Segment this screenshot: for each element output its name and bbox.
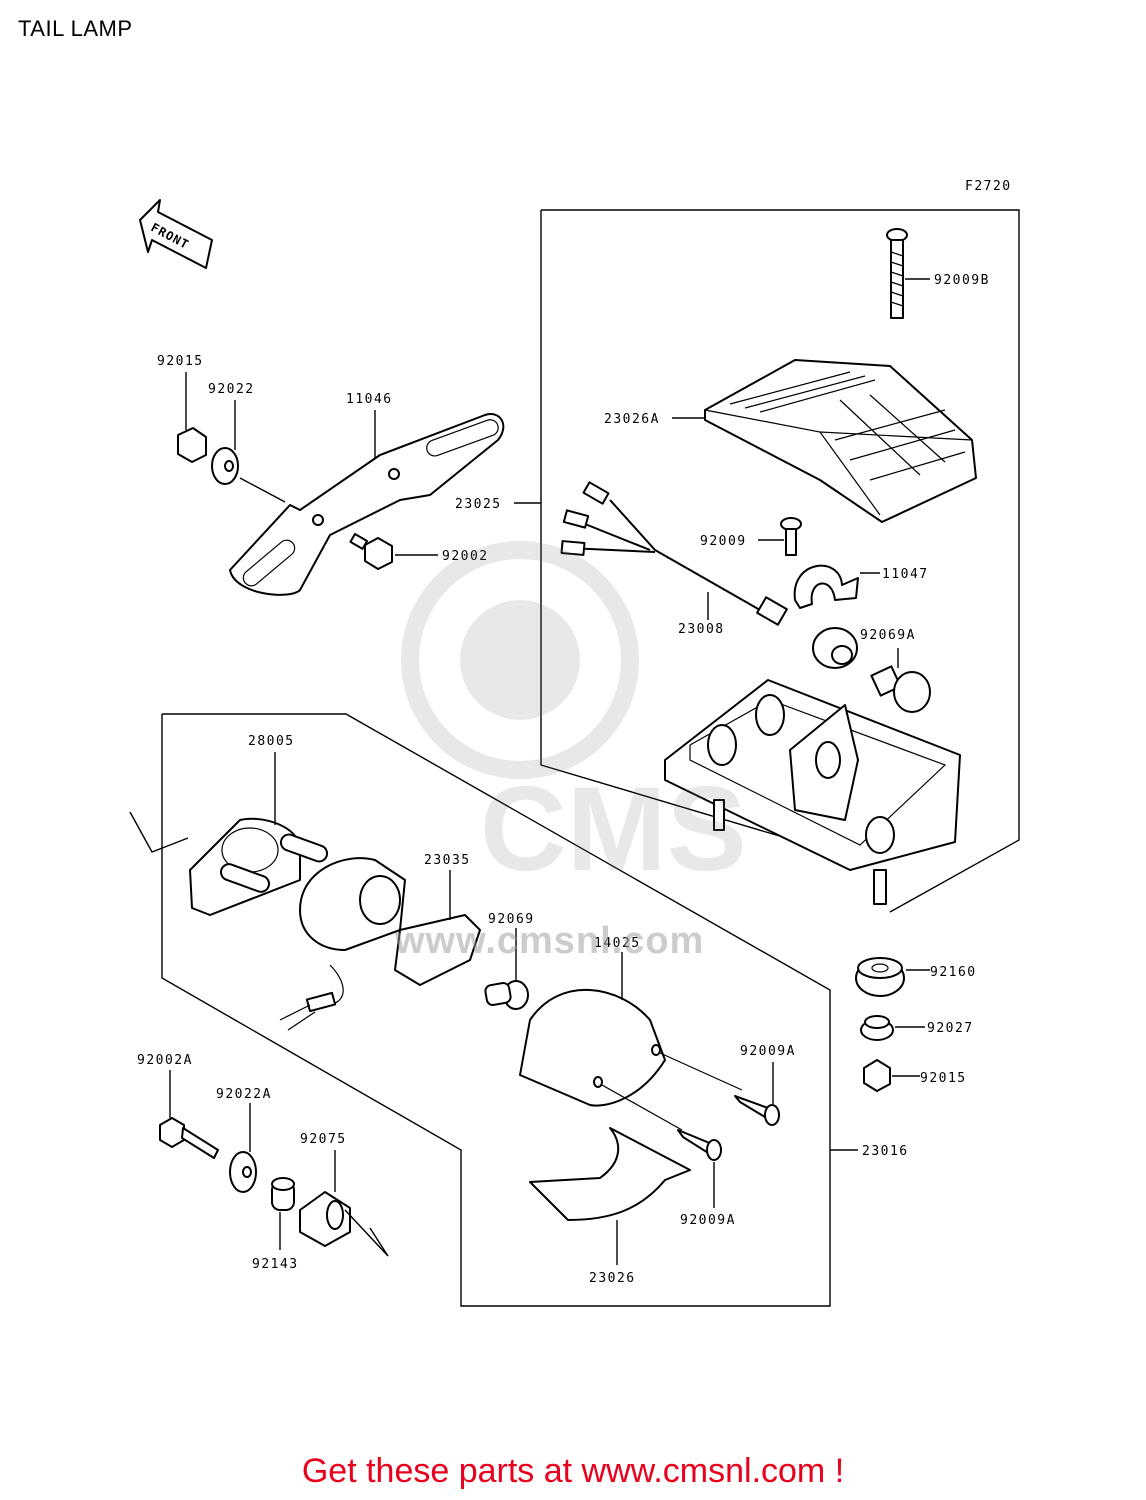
reflector-28005-icon: [189, 752, 329, 916]
page-title: TAIL LAMP: [18, 16, 133, 41]
part-label-23026: 23026: [589, 1271, 636, 1286]
part-label-11046: 11046: [346, 392, 393, 407]
part-label-92009A-bottom: 92009A: [680, 1213, 736, 1228]
lens-14025-icon: [519, 952, 743, 1131]
part-label-92002A: 92002A: [137, 1053, 193, 1068]
footer-link[interactable]: Get these parts at www.cmsnl.com !: [301, 1452, 845, 1490]
screw-92009b-icon: [886, 228, 930, 319]
nut-92015-bottom-icon: [863, 1059, 920, 1092]
assembly-box-23025: [541, 209, 1020, 913]
damper-92075-icon: [299, 1150, 351, 1247]
bolt-92002-icon: [349, 533, 438, 570]
lens-23026a-icon: [672, 359, 977, 523]
part-label-92069: 92069: [488, 912, 535, 927]
part-label-92075: 92075: [300, 1132, 347, 1147]
front-arrow-icon: FRONT: [139, 199, 213, 269]
wire-harness-23008-icon: [560, 481, 858, 669]
washer-92022a-icon: [229, 1103, 257, 1193]
collar-92143-icon: [271, 1177, 295, 1250]
screw-92009a-top-icon: [734, 1062, 780, 1126]
part-label-92069A: 92069A: [860, 628, 916, 643]
part-label-11047: 11047: [882, 567, 929, 582]
part-label-92009: 92009: [700, 534, 747, 549]
nut-92015-icon: [177, 372, 207, 463]
socket-icon: [279, 857, 406, 1031]
clip-23035-icon: [394, 870, 481, 986]
part-label-92015-bottom: 92015: [920, 1071, 967, 1086]
bulb-92069a-icon: [870, 648, 931, 713]
cover-23026-icon: [529, 1127, 691, 1265]
washer-92022-icon: [211, 400, 286, 503]
bolt-92002a-icon: [159, 1070, 219, 1159]
assembly-box-23016: [161, 713, 831, 1307]
part-label-92009A-top: 92009A: [740, 1044, 796, 1059]
break-mark-right: [344, 1209, 389, 1257]
clamp-11047-icon: [793, 564, 880, 609]
grommet-92160-icon: [855, 957, 930, 997]
break-mark-left: [129, 811, 189, 853]
part-label-23035: 23035: [424, 853, 471, 868]
part-label-28005: 28005: [248, 734, 295, 749]
part-label-92027: 92027: [927, 1021, 974, 1036]
bracket-11046-icon: [229, 410, 505, 596]
part-label-23025: 23025: [455, 497, 502, 512]
part-label-23016: 23016: [862, 1144, 909, 1159]
part-label-92022A: 92022A: [216, 1087, 272, 1102]
part-label-14025: 14025: [594, 936, 641, 951]
watermark-text: www.cmsnl.com: [395, 920, 705, 962]
lamp-housing-icon: [664, 679, 961, 905]
part-label-92160: 92160: [930, 965, 977, 980]
figure-code: F2720: [965, 179, 1012, 194]
part-label-23026A: 23026A: [604, 412, 660, 427]
screw-92009-icon: [758, 517, 802, 556]
bulb-92069-icon: [484, 928, 529, 1010]
collar-92027-icon: [860, 1015, 925, 1041]
part-label-92009B: 92009B: [934, 273, 990, 288]
part-label-92022: 92022: [208, 382, 255, 397]
screw-92009a-bottom-icon: [677, 1129, 722, 1208]
part-label-92002: 92002: [442, 549, 489, 564]
watermark-logo-text: CMS: [480, 762, 747, 896]
part-label-92015-top: 92015: [157, 354, 204, 369]
watermark-logo-icon: CMS: [401, 541, 747, 896]
part-label-23008: 23008: [678, 622, 725, 637]
part-label-92143: 92143: [252, 1257, 299, 1272]
